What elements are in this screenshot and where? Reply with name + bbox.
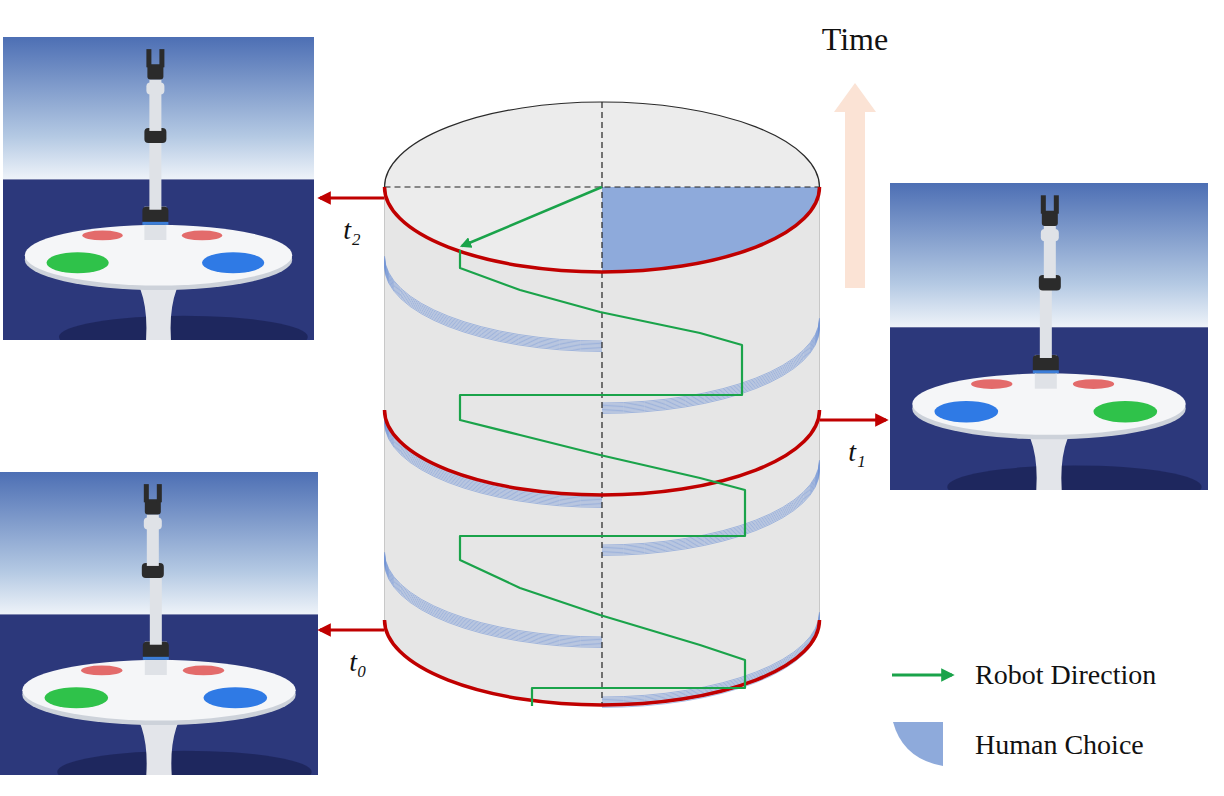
human-choice-band [385, 419, 603, 504]
human-choice-band [385, 264, 603, 349]
time-slice-arrow [320, 629, 385, 632]
robot-joint [146, 82, 164, 94]
time-slice-ring [385, 410, 820, 495]
shadow [57, 751, 311, 775]
time-step-label: t₀ [349, 647, 367, 678]
gripper-finger [159, 49, 164, 67]
red-spot [183, 666, 224, 676]
robot-joint-ring [1033, 370, 1059, 373]
robot-joint-ring [142, 222, 168, 225]
shadow [947, 465, 1201, 490]
gripper-finger [1054, 195, 1059, 213]
human-choice-band [602, 619, 820, 704]
time-slice-arrow [320, 197, 385, 200]
robot-joint [1041, 229, 1059, 241]
human-choice-band [385, 553, 603, 638]
human-choice-band [602, 467, 820, 552]
target-spot [1094, 401, 1158, 422]
human-choice-band [602, 321, 820, 406]
robot-joint-ring [143, 657, 169, 660]
red-spot [182, 231, 222, 241]
human-choice-band [602, 461, 820, 546]
human-choice-band [385, 420, 603, 505]
human-choice-band [602, 318, 820, 403]
human-choice-band [602, 615, 820, 700]
red-spot [971, 379, 1012, 389]
legend-label: Robot Direction [975, 660, 1156, 691]
time-arrow [834, 83, 876, 288]
simulation-screenshot [3, 37, 314, 340]
human-choice-band [385, 265, 603, 350]
gripper-finger [146, 49, 151, 67]
robot-link [149, 137, 161, 210]
human-choice-band [602, 463, 820, 548]
time-slice-ring [385, 620, 820, 705]
human-choice-band [385, 555, 603, 640]
shadow [59, 316, 308, 340]
human-choice-band [602, 460, 820, 545]
simulation-screenshot [0, 472, 318, 775]
human-choice-band [602, 319, 820, 404]
red-spot [1073, 379, 1114, 389]
target-spot [935, 401, 999, 422]
human-choice-band [385, 559, 603, 644]
human-choice-band [602, 328, 820, 413]
robot-path [460, 250, 745, 706]
legend-swatch [893, 722, 943, 766]
human-choice-band [385, 556, 603, 641]
time-slice-ring [385, 187, 820, 272]
robot-direction-arrow [462, 187, 602, 246]
human-choice-band [602, 327, 820, 412]
legend-label: Human Choice [975, 730, 1144, 761]
human-choice-band [602, 326, 820, 411]
gripper-finger [144, 484, 149, 502]
gripper-finger [157, 484, 162, 502]
target-spot [45, 687, 109, 708]
robot-joint [144, 517, 162, 529]
axis-label: Time [822, 22, 888, 57]
robot-link [150, 572, 162, 645]
time-slice-arrow [820, 419, 887, 422]
target-spot [204, 687, 268, 708]
human-choice-band [602, 465, 820, 550]
time-step-label: t₂ [343, 215, 361, 246]
human-choice-band [385, 552, 603, 637]
human-choice-band [385, 557, 603, 642]
human-choice-band [385, 560, 603, 645]
target-spot [47, 252, 109, 273]
simulation-screenshot [890, 183, 1208, 490]
red-spot [82, 231, 122, 241]
human-choice-band [385, 417, 603, 502]
time-step-label: t₁ [848, 437, 866, 468]
human-choice-band [602, 617, 820, 702]
robot-link [1040, 284, 1052, 358]
human-choice-band [602, 325, 820, 410]
target-spot [202, 252, 264, 273]
red-spot [81, 666, 122, 676]
legend-arrow-sample [892, 674, 952, 677]
gripper-finger [1041, 195, 1046, 213]
human-choice-band [385, 263, 603, 348]
